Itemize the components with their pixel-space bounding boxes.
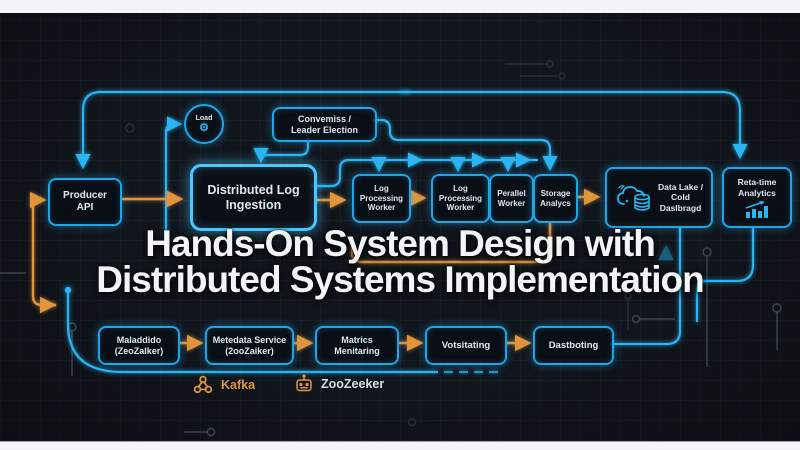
legend-kafka: Kafka (192, 374, 255, 396)
node-metadata-4-label: Votsitating (441, 339, 491, 351)
node-metadata-service: Metedata Service (2ooZaiker) (205, 326, 294, 365)
node-producer-api: Producer API (48, 178, 122, 226)
robot-icon (296, 374, 312, 392)
bottom-letterbox-bar (0, 441, 800, 450)
node-log-worker-1: Log Processing Worker (352, 174, 411, 223)
node-producer-api-label: Producer API (63, 190, 107, 213)
orange-wires (29, 188, 601, 352)
node-ingestion-label: Distributed Log Ingestion (207, 182, 300, 212)
node-log-worker-2: Log Processing Worker (431, 174, 490, 223)
node-realtime-analytics-label: Reta-time Analytics (737, 177, 777, 198)
cyan-wires (64, 90, 755, 374)
node-parallel-worker-label: Perallel Worker (497, 189, 526, 208)
node-dastboting: Dastboting (533, 326, 614, 365)
node-distributed-log-ingestion: Distributed Log Ingestion (190, 164, 317, 231)
node-leader-election: Convemiss / Leader Election (272, 107, 377, 142)
node-metadata-3-label: Matrics Menitaring (334, 334, 380, 356)
node-load-balancer: Load ⚙ (184, 104, 224, 144)
node-storage-analytics: Storage Analycs (533, 174, 578, 223)
gear-icon: ⚙ (199, 121, 209, 134)
page-title: Hands-On System Design with Distributed … (0, 223, 800, 300)
node-leader-election-label: Convemiss / Leader Election (290, 113, 359, 135)
node-metadata-2-label: Metedata Service (2ooZaiker) (212, 334, 287, 356)
node-parallel-worker: Perallel Worker (489, 174, 534, 223)
node-log-worker-1-label: Log Processing Worker (359, 184, 404, 213)
legend-kafka-label: Kafka (221, 378, 256, 392)
legend-zookeeper-label: ZooZeeker (321, 377, 385, 391)
node-data-lake-label: Data Lake / Cold Daslbragd (658, 182, 703, 213)
title-line-2: Distributed Systems Implementation (96, 259, 704, 300)
cloud-database-icon (617, 184, 650, 211)
node-data-lake: Data Lake / Cold Daslbragd (605, 167, 713, 228)
legend-zookeeper: ZooZeeker (294, 374, 384, 394)
top-letterbox-bar (0, 0, 800, 13)
kafka-icon (193, 375, 213, 394)
node-votsitating: Votsitating (425, 326, 507, 365)
circuit-decorations (0, 60, 782, 437)
bar-chart-icon (745, 200, 768, 218)
title-line-1: Hands-On System Design with (145, 223, 656, 264)
node-metadata-zookeeper-1: Maladdido (ZeoZalker) (98, 326, 180, 365)
node-load-label: Load (195, 114, 213, 122)
node-metadata-1-label: Maladdido (ZeoZalker) (114, 334, 164, 356)
node-storage-analytics-label: Storage Analycs (540, 189, 571, 208)
node-metrics-monitoring: Matrics Menitaring (315, 326, 399, 365)
node-log-worker-2-label: Log Processing Worker (438, 184, 483, 213)
node-realtime-analytics: Reta-time Analytics (722, 167, 792, 228)
node-metadata-5-label: Dastboting (548, 339, 599, 351)
